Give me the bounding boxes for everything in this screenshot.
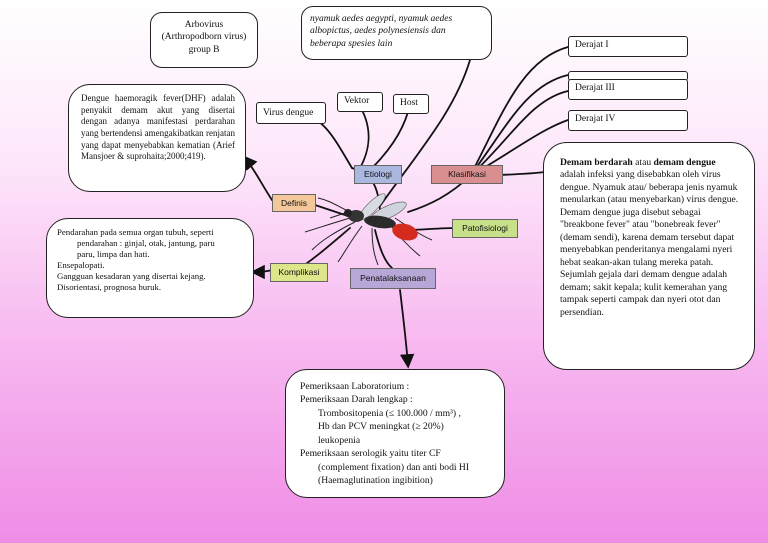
penata-line-4: Hb dan PCV meningkat (≥ 20%) bbox=[318, 421, 444, 433]
komplikasi-line-4: Ensepalopati. bbox=[57, 259, 105, 270]
derajat-1-box: Derajat I bbox=[568, 36, 688, 57]
demam-bold-2: demam dengue bbox=[653, 157, 716, 168]
nyamuk-text: nyamuk aedes aegypti, nyamuk aedes albop… bbox=[310, 14, 453, 49]
komplikasi-line-2: pendarahan : ginjal, otak, jantung, paru bbox=[77, 237, 215, 248]
arbovirus-line-3: group B bbox=[188, 44, 220, 55]
etiologi-label: Etiologi bbox=[364, 169, 392, 179]
definisi-node: Definis bbox=[272, 194, 316, 212]
virus-dengue-box: Virus dengue bbox=[256, 102, 326, 124]
komplikasi-label: Komplikasi bbox=[278, 267, 320, 277]
derajat-3-label: Derajat III bbox=[575, 83, 615, 93]
penatalaksanaan-box: Pemeriksaan Laboratorium : Pemeriksaan D… bbox=[285, 369, 505, 498]
klasifikasi-label: Klasifikasi bbox=[448, 169, 486, 179]
arrow-definisi bbox=[242, 155, 273, 201]
mosquito-illustration bbox=[304, 193, 433, 266]
line-nyamuk bbox=[379, 59, 471, 207]
komplikasi-line-6: Disorientasi, prognosa buruk. bbox=[57, 281, 162, 292]
vektor-label: Vektor bbox=[344, 96, 370, 106]
penata-line-5: leukopenia bbox=[318, 434, 361, 446]
patofisiologi-node: Patofisiologi bbox=[452, 219, 518, 238]
penatalaksanaan-node: Penatalaksanaan bbox=[350, 268, 436, 289]
line-penatalaksanaan bbox=[374, 229, 393, 269]
arbovirus-line-2: (Arthropodborn virus) bbox=[161, 32, 247, 43]
arbovirus-box: Arbovirus (Arthropodborn virus) group B bbox=[150, 12, 258, 68]
penata-line-1: Pemeriksaan Laboratorium : bbox=[300, 381, 410, 392]
line-host bbox=[371, 111, 409, 169]
arrow-penatalaksanaan bbox=[399, 289, 415, 369]
patofisiologi-label: Patofisiologi bbox=[462, 223, 508, 233]
demam-mid: atau bbox=[632, 157, 654, 168]
penata-line-8: (Haemaglutination ingibition) bbox=[318, 474, 433, 486]
etiologi-node: Etiologi bbox=[354, 165, 402, 184]
line-vektor bbox=[359, 109, 370, 169]
penata-line-6: Pemeriksaan serologik yaitu titer CF bbox=[300, 448, 441, 460]
virus-dengue-label: Virus dengue bbox=[263, 108, 314, 118]
demam-bold-1: Demam berdarah bbox=[560, 157, 633, 168]
vektor-box: Vektor bbox=[337, 92, 383, 112]
line-derajat-3 bbox=[469, 90, 569, 177]
derajat-4-box: Derajat IV bbox=[568, 110, 688, 131]
penata-line-3: Trombositopenia (≤ 100.000 / mm³) , bbox=[318, 407, 461, 419]
host-box: Host bbox=[393, 94, 429, 114]
komplikasi-line-5: Gangguan kesadaran yang disertai kejang. bbox=[57, 270, 206, 281]
penata-line-2: Pemeriksaan Darah lengkap : bbox=[300, 394, 413, 406]
komplikasi-line-3: paru, limpa dan hati. bbox=[77, 248, 150, 259]
komplikasi-node: Komplikasi bbox=[270, 263, 328, 282]
derajat-1-label: Derajat I bbox=[575, 40, 609, 50]
komplikasi-line-1: Pendarahan pada semua organ tubuh, seper… bbox=[57, 227, 214, 237]
demam-rest: adalah infeksi yang disebabkan oleh viru… bbox=[560, 169, 739, 318]
host-label: Host bbox=[400, 98, 418, 108]
definisi-text: Dengue haemoragik fever(DHF) adalah peny… bbox=[81, 93, 235, 162]
klasifikasi-node: Klasifikasi bbox=[431, 165, 503, 184]
definisi-box: Dengue haemoragik fever(DHF) adalah peny… bbox=[68, 84, 246, 192]
komplikasi-box: Pendarahan pada semua organ tubuh, seper… bbox=[46, 218, 254, 318]
demam-berdarah-box: Demam berdarah atau demam dengue adalah … bbox=[543, 142, 755, 370]
line-derajat-1 bbox=[469, 46, 569, 177]
line-derajat-2 bbox=[469, 74, 569, 177]
penata-line-7: (complement fixation) dan anti bodi HI bbox=[318, 461, 470, 473]
derajat-3-box: Derajat III bbox=[568, 79, 688, 100]
line-komplikasi bbox=[299, 227, 351, 269]
derajat-4-label: Derajat IV bbox=[575, 114, 616, 124]
nyamuk-box: nyamuk aedes aegypti, nyamuk aedes albop… bbox=[301, 6, 492, 60]
arbovirus-line-1: Arbovirus bbox=[184, 20, 224, 30]
penatalaksanaan-label: Penatalaksanaan bbox=[360, 273, 426, 283]
definisi-label: Definis bbox=[281, 198, 307, 208]
